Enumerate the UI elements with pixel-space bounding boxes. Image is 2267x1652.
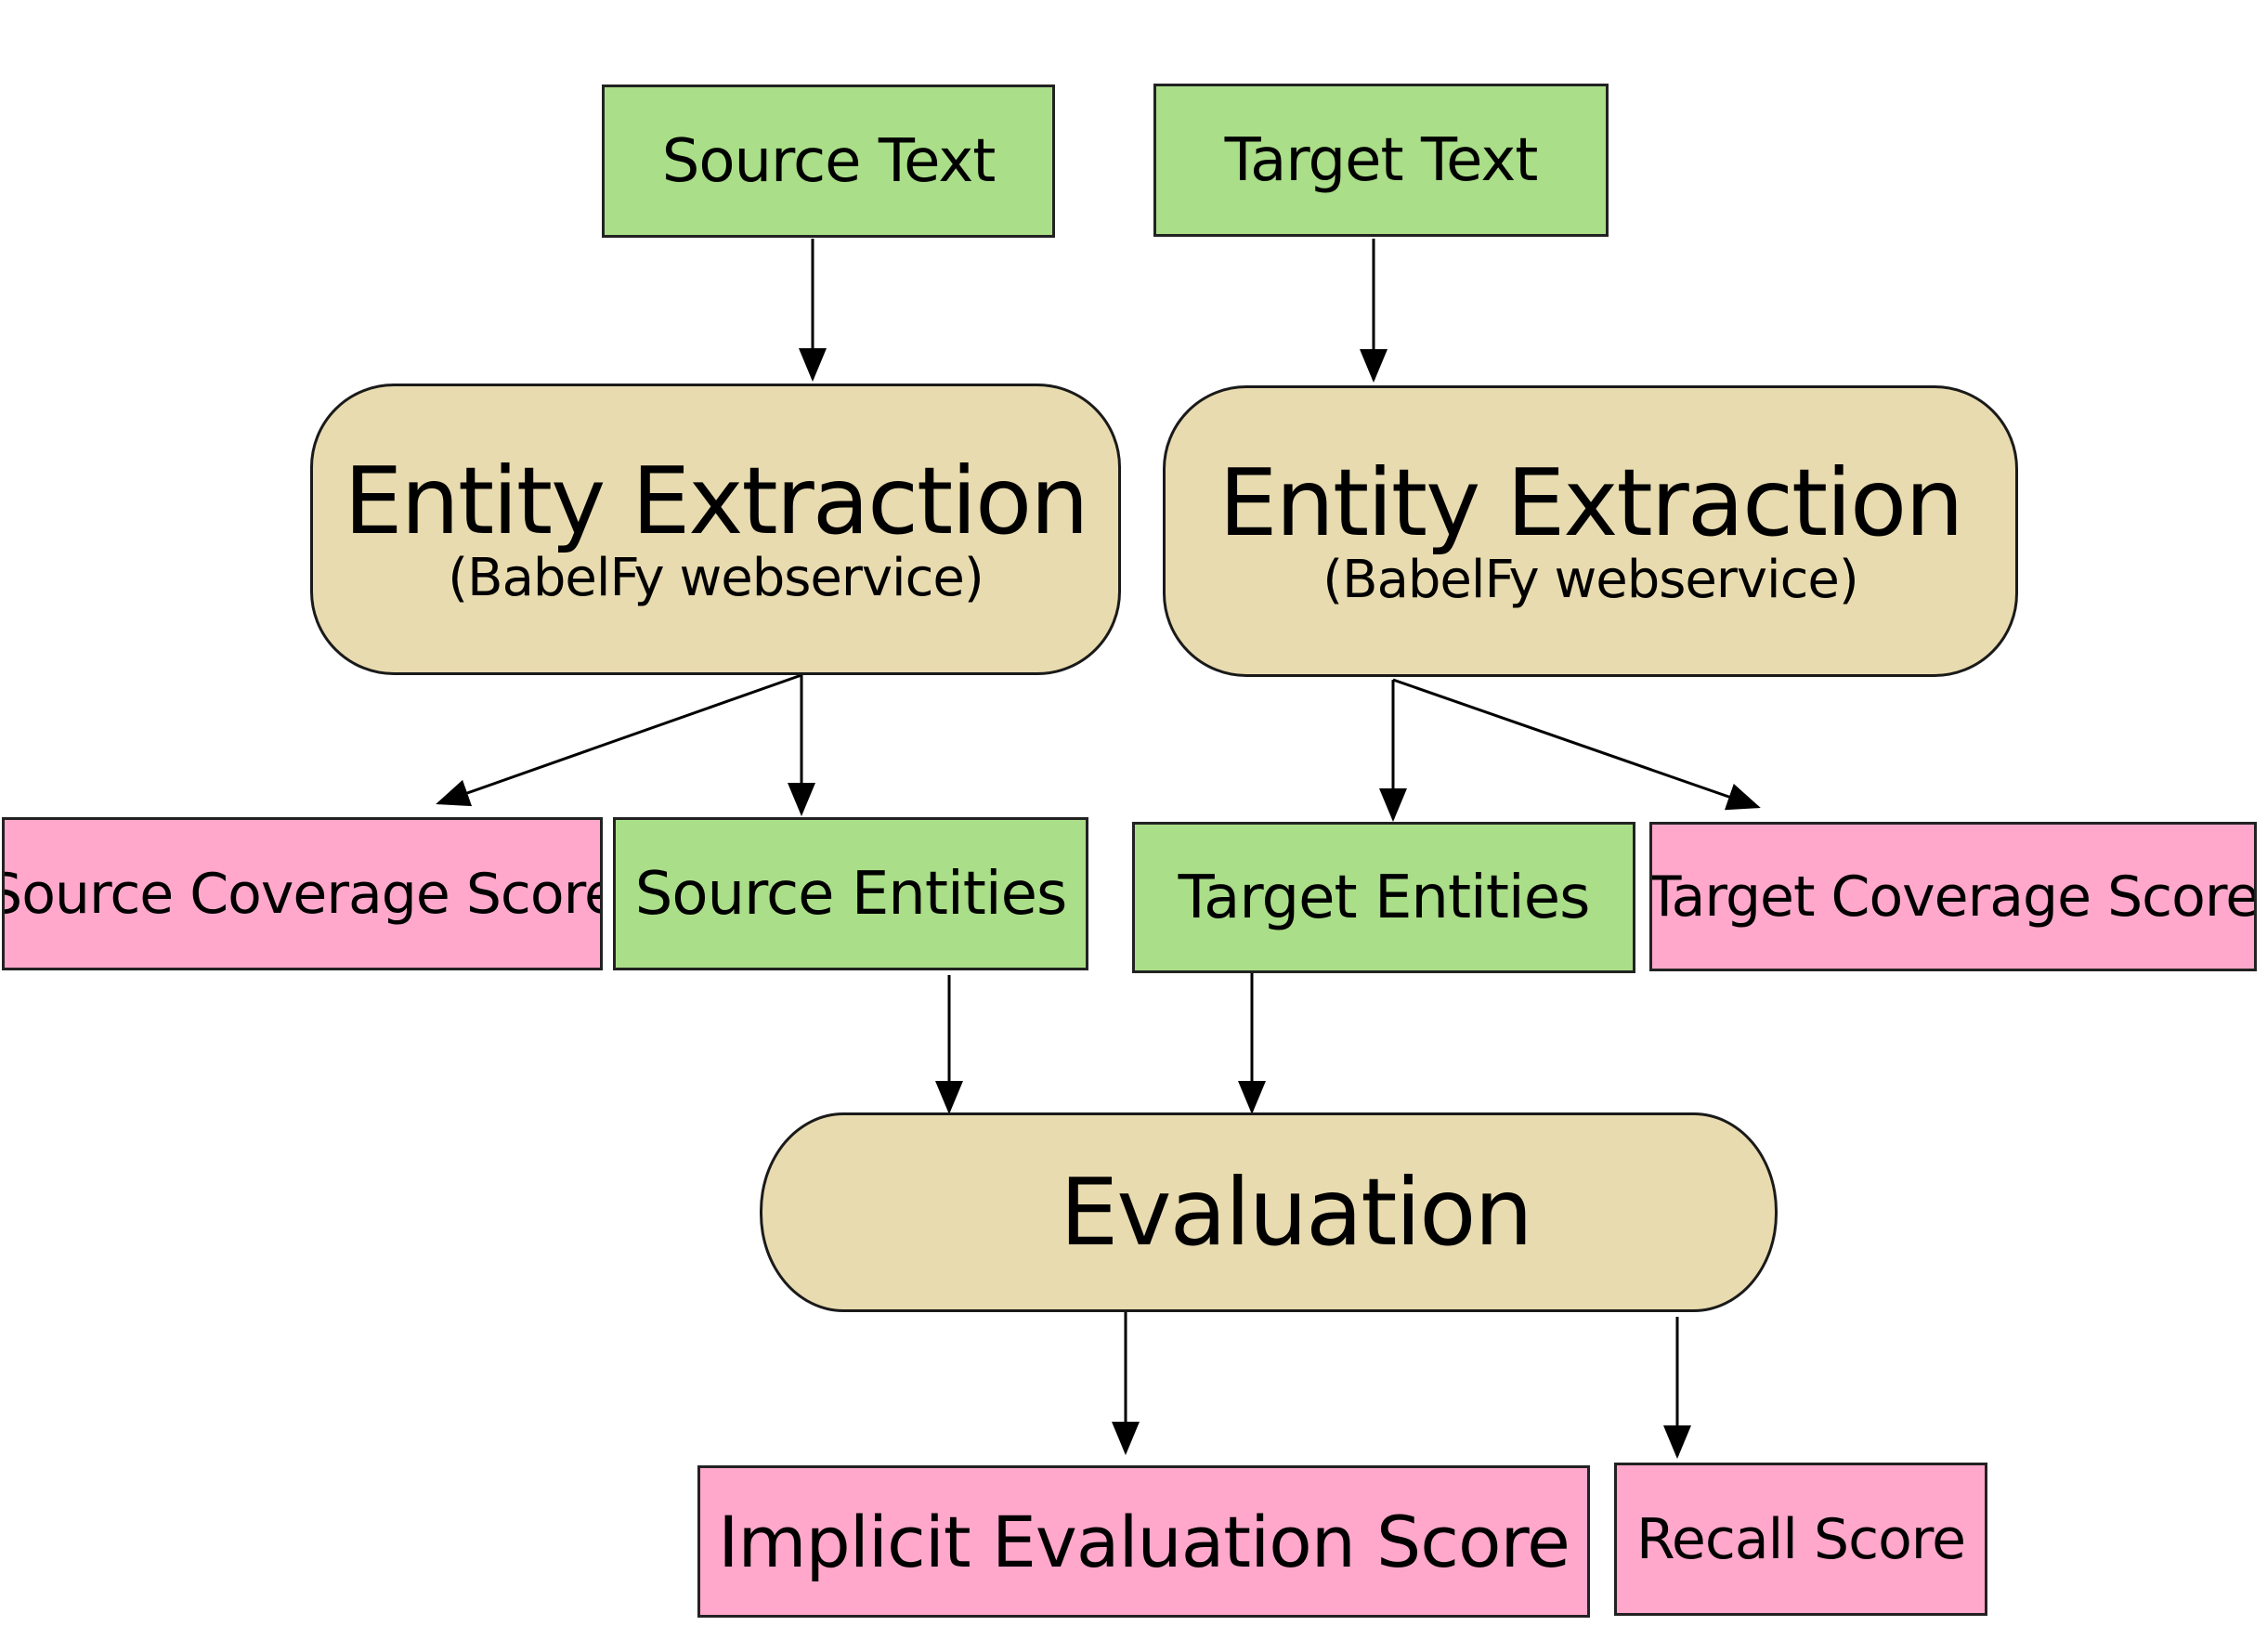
source-extraction-subtitle: (BabelFy webservice) [448, 547, 984, 608]
source-text-box: Source Text [602, 85, 1055, 238]
target-coverage-score-label: Target Coverage Score [1649, 864, 2257, 930]
target-entities-label: Target Entities [1178, 863, 1591, 932]
implicit-evaluation-score-label: Implicit Evaluation Score [718, 1500, 1570, 1583]
source-extraction-title: Entity Extraction [344, 446, 1088, 555]
recall-score-box: Recall Score [1614, 1463, 1987, 1616]
source-entity-extraction-node: Entity Extraction (BabelFy webservice) [310, 384, 1121, 675]
recall-score-label: Recall Score [1635, 1506, 1966, 1572]
target-text-label: Target Text [1224, 125, 1539, 195]
target-text-box: Target Text [1153, 84, 1609, 237]
arrow-source-extraction-to-coverage [436, 673, 802, 807]
source-entities-label: Source Entities [634, 859, 1068, 929]
evaluation-node: Evaluation [760, 1112, 1778, 1312]
source-coverage-score-box: Source Coverage Score [2, 817, 603, 970]
target-extraction-title: Entity Extraction [1218, 448, 1963, 557]
evaluation-title: Evaluation [1060, 1158, 1533, 1267]
source-entities-box: Source Entities [613, 817, 1088, 970]
target-extraction-subtitle: (BabelFy webservice) [1322, 549, 1858, 610]
implicit-evaluation-score-box: Implicit Evaluation Score [697, 1465, 1590, 1618]
target-coverage-score-box: Target Coverage Score [1649, 822, 2257, 971]
target-entities-box: Target Entities [1132, 822, 1635, 973]
target-entity-extraction-node: Entity Extraction (BabelFy webservice) [1163, 385, 2018, 677]
arrow-target-extraction-to-coverage [1392, 678, 1761, 811]
source-coverage-score-label: Source Coverage Score [2, 861, 603, 927]
source-text-label: Source Text [661, 126, 997, 196]
